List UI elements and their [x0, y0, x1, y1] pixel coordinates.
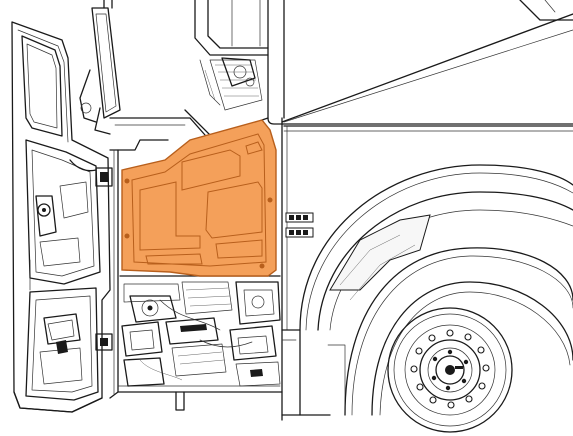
- side-mirror: [79, 0, 121, 135]
- lower-components: [119, 275, 281, 387]
- wheel-bolts: [410, 329, 490, 409]
- highlighted-component: [121, 119, 277, 277]
- highlighted-panel-outline: [121, 119, 277, 277]
- panel-rib: [205, 181, 263, 239]
- panel-fastener: [259, 263, 265, 269]
- panel-rib: [139, 181, 201, 251]
- panel-rib: [145, 253, 203, 265]
- cab-opening: [109, 0, 269, 141]
- panel-fastener: [124, 178, 130, 184]
- panel-rib: [245, 141, 263, 155]
- open-door: [11, 21, 113, 413]
- panel-fastener: [267, 197, 273, 203]
- panel-fastener: [124, 233, 130, 239]
- front-wheel: [344, 247, 573, 433]
- panel-rib: [181, 149, 241, 191]
- side-badges: [285, 212, 314, 238]
- wheel-arch: [299, 164, 573, 416]
- door-frame: [109, 139, 283, 411]
- cab-body: [267, 0, 573, 421]
- panel-rib: [215, 239, 263, 259]
- panel-rib: [131, 133, 267, 267]
